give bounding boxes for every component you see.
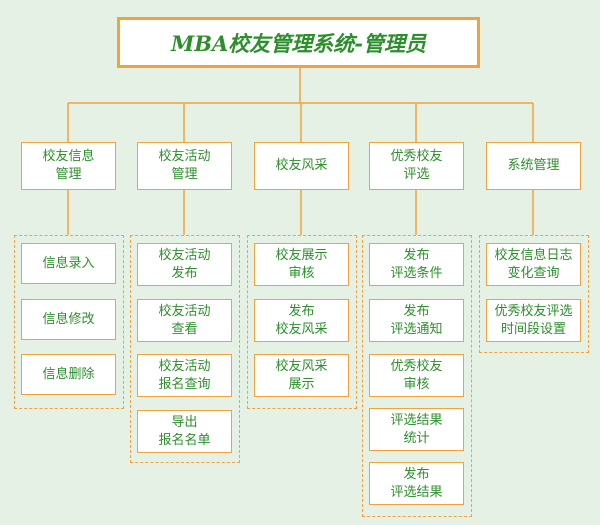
node-info-entry: 信息录入: [21, 243, 116, 284]
node-selection-period-setting: 优秀校友评选 时间段设置: [486, 299, 581, 342]
module-alumni-activity-management: 校友活动 管理: [137, 142, 232, 190]
node-activity-view: 校友活动 查看: [137, 299, 232, 342]
node-export-registration-list: 导出 报名名单: [137, 410, 232, 453]
node-result-statistics: 评选结果 统计: [369, 408, 464, 451]
module-system-management: 系统管理: [486, 142, 581, 190]
node-outstanding-review: 优秀校友 审核: [369, 354, 464, 397]
group-alumni-info-management: [14, 235, 124, 409]
group-system-management: [479, 235, 589, 353]
module-alumni-info-management: 校友信息 管理: [21, 142, 116, 190]
node-showcase-review: 校友展示 审核: [254, 243, 349, 286]
system-title: MBA校友管理系统-管理员: [117, 17, 480, 68]
group-outstanding-alumni-selection: [362, 235, 472, 517]
node-publish-results: 发布 评选结果: [369, 462, 464, 505]
node-publish-alumni-style: 发布 校友风采: [254, 299, 349, 342]
module-outstanding-alumni-selection: 优秀校友 评选: [369, 142, 464, 190]
group-alumni-activity-management: [130, 235, 240, 463]
node-activity-publish: 校友活动 发布: [137, 243, 232, 286]
module-alumni-style: 校友风采: [254, 142, 349, 190]
node-info-edit: 信息修改: [21, 299, 116, 340]
node-alumni-style-display: 校友风采 展示: [254, 354, 349, 397]
node-publish-notice: 发布 评选通知: [369, 299, 464, 342]
node-log-change-query: 校友信息日志 变化查询: [486, 243, 581, 286]
node-publish-criteria: 发布 评选条件: [369, 243, 464, 286]
node-info-delete: 信息删除: [21, 354, 116, 395]
group-alumni-style: [247, 235, 357, 409]
node-activity-registration-query: 校友活动 报名查询: [137, 354, 232, 397]
